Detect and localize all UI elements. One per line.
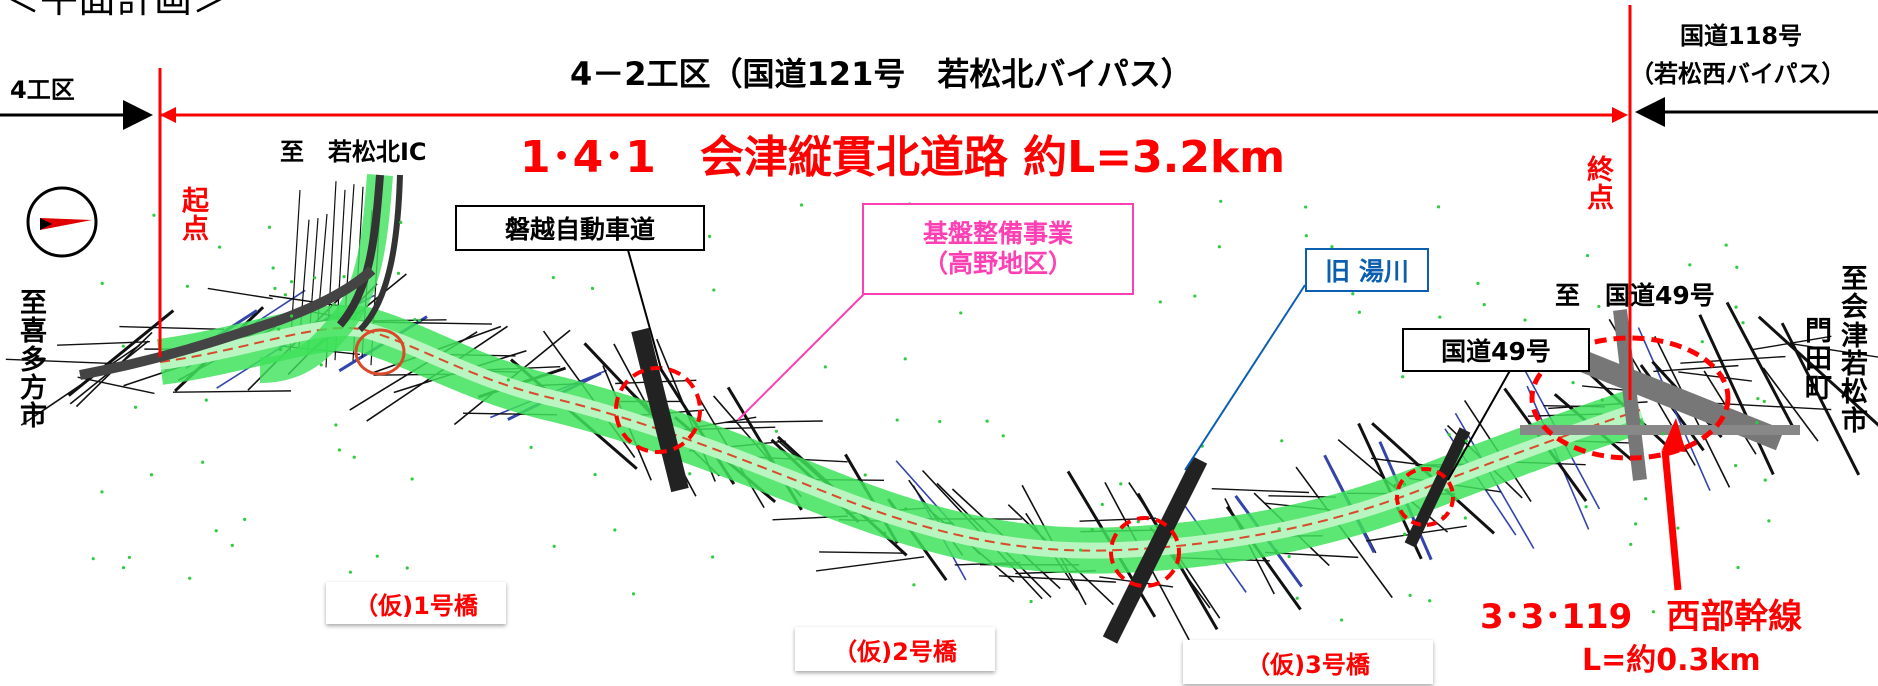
to-route49-label: 至 国道49号 <box>1555 281 1715 310</box>
bridge1-label: （仮)1号橋 <box>326 582 506 624</box>
base-project-line-1: 基盤整備事業 <box>922 219 1073 248</box>
monden-label: 門田町 <box>1805 316 1832 404</box>
bridge2-marker <box>1109 516 1181 588</box>
to-kitakata-label: 至 喜多方市 <box>20 288 74 433</box>
zone-right-label-1: 国道118号 <box>1680 22 1803 50</box>
bridge1-marker <box>614 366 702 454</box>
base-project-callout: 基盤整備事業 （高野地区） <box>862 203 1134 295</box>
start-point-label: 起点 <box>182 186 209 246</box>
bridge2-label: （仮)2号橋 <box>795 627 995 671</box>
section-title: ＜平面計画＞ <box>2 0 230 18</box>
junction-marker <box>1529 335 1731 461</box>
old-river-callout: 旧 湯川 <box>1305 248 1429 292</box>
zone-main-label: 4－2工区（国道121号 若松北バイパス） <box>570 55 1193 93</box>
end-point-label: 終点 <box>1587 155 1614 215</box>
west-trunk-length: L=約0.3km <box>1582 643 1761 678</box>
route-title: 1･4･1 会津縦貫北道路 約L=3.2km <box>520 132 1286 183</box>
zone-right-label-2: （若松西バイパス） <box>1630 60 1846 88</box>
to-aizuwakamatsu-label: 至 会津若松市 <box>1841 264 1878 437</box>
zone-left-label: 4工区 <box>10 76 75 104</box>
bridge3-marker <box>1395 467 1455 527</box>
expressway-callout: 磐越自動車道 <box>455 205 705 251</box>
route49-callout: 国道49号 <box>1402 328 1590 372</box>
west-trunk-label: 3･3･119 西部幹線 <box>1480 597 1803 637</box>
compass-icon <box>26 186 98 258</box>
to-wakamatsu-ic-label: 至 若松北IC <box>280 138 427 166</box>
bridge3-label: （仮)3号橋 <box>1183 640 1433 684</box>
base-project-line-2: （高野地区） <box>922 249 1073 278</box>
expressway-crossing <box>631 327 689 493</box>
